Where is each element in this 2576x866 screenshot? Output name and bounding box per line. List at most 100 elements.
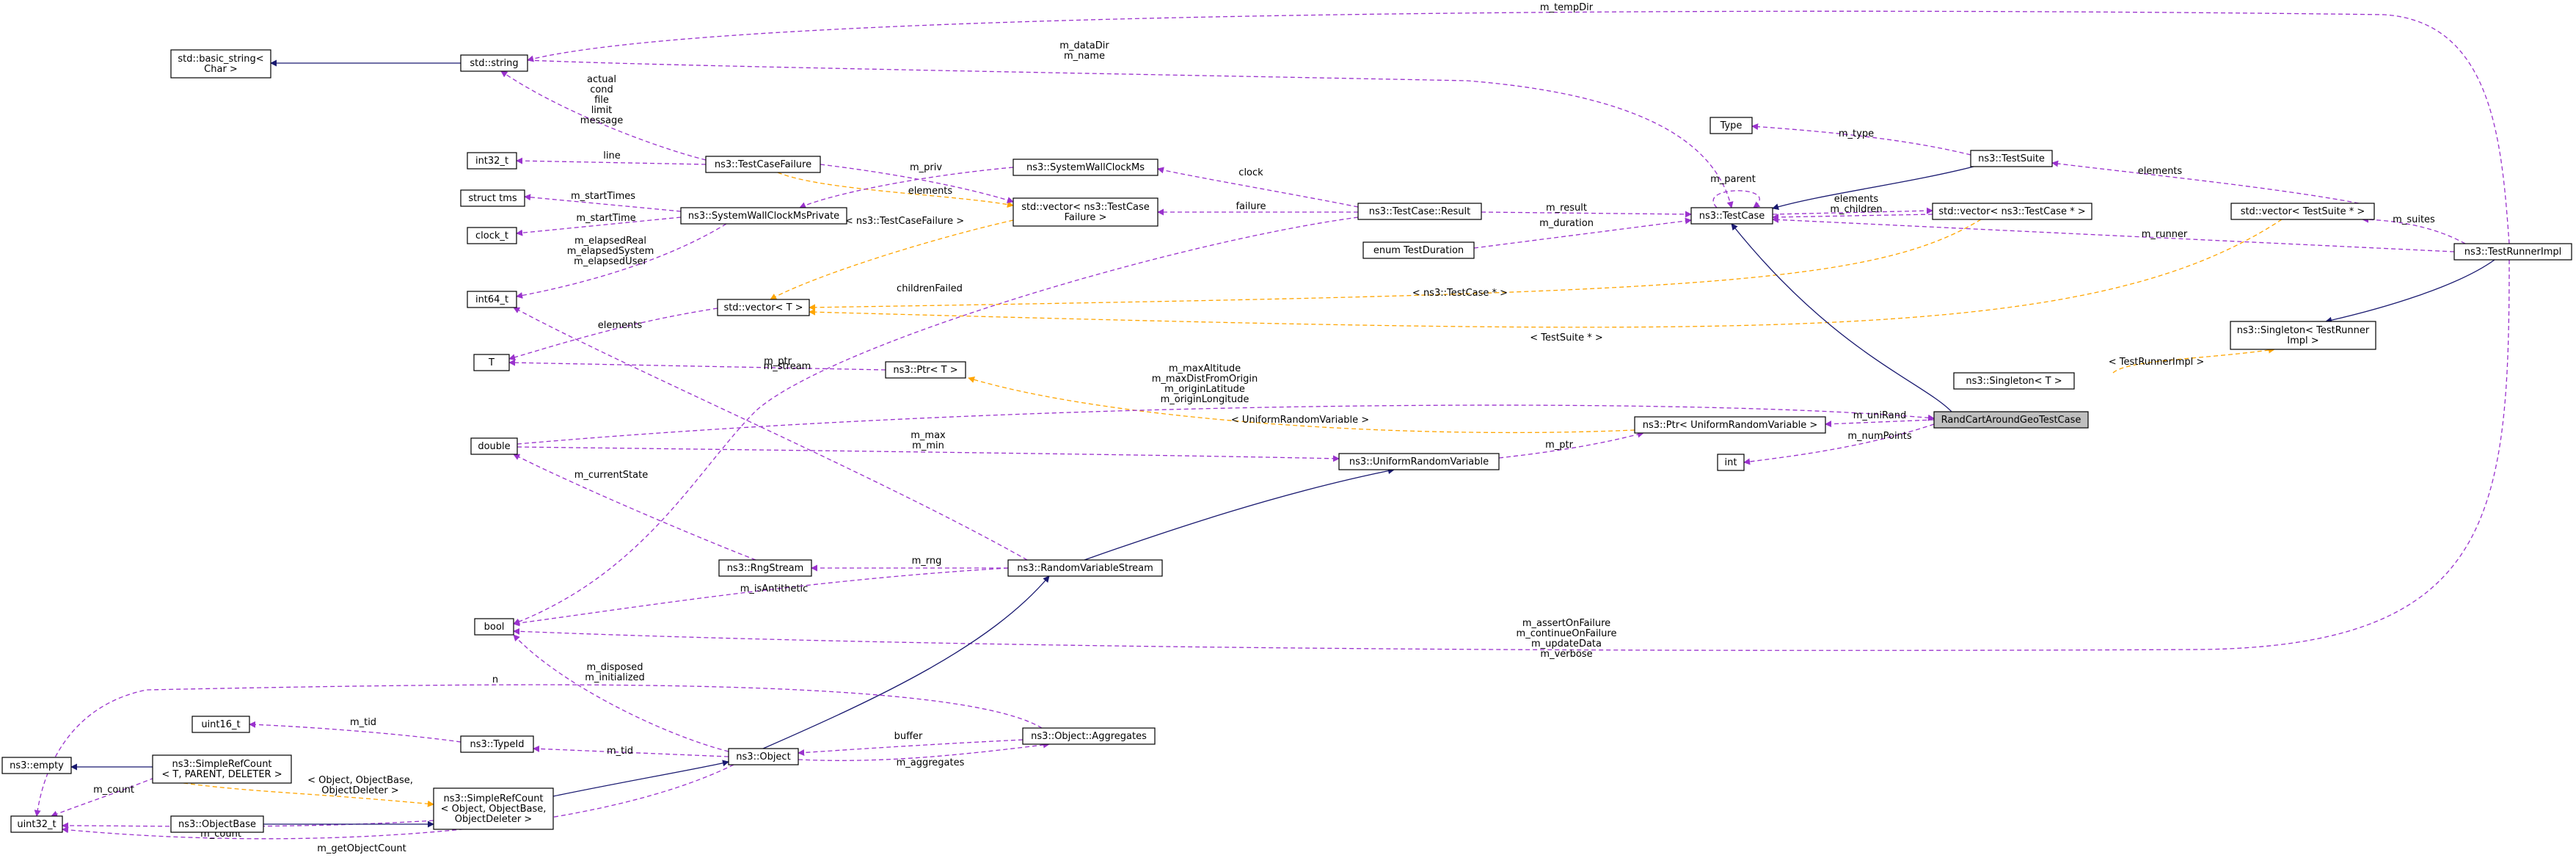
class-node-clock[interactable]: clock_t bbox=[467, 227, 517, 244]
edge-label: elements bbox=[598, 320, 643, 331]
class-node-label: Char > bbox=[204, 64, 238, 75]
class-node-runner[interactable]: ns3::TestRunnerImpl bbox=[2453, 243, 2572, 261]
class-node-label: ns3::SimpleRefCount bbox=[172, 759, 271, 770]
class-node-label: ns3::TestCase bbox=[1699, 211, 1765, 222]
edge-label: < TestRunnerImpl > bbox=[2109, 357, 2205, 368]
class-node-string[interactable]: std::string bbox=[460, 54, 528, 72]
edge-testcase-to-focus bbox=[1731, 223, 1952, 412]
class-node-srcObj[interactable]: ns3::SimpleRefCount< Object, ObjectBase,… bbox=[433, 787, 554, 830]
class-node-box bbox=[1012, 159, 1159, 176]
class-node-objectbase[interactable]: ns3::ObjectBase bbox=[170, 815, 264, 833]
class-node-label: int32_t bbox=[475, 156, 508, 167]
class-node-bool[interactable]: bool bbox=[474, 618, 514, 636]
class-node-double[interactable]: double bbox=[470, 437, 518, 455]
class-node-tcfailure[interactable]: ns3::TestCaseFailure bbox=[705, 156, 821, 173]
class-node-box bbox=[460, 54, 528, 72]
edge-srcObj-to-object bbox=[552, 760, 729, 797]
class-node-vec_tcf[interactable]: std::vector< ns3::TestCaseFailure > bbox=[1012, 197, 1159, 227]
class-node-box bbox=[1710, 117, 1753, 134]
class-node-testsuite[interactable]: ns3::TestSuite bbox=[1970, 150, 2053, 167]
class-node-typeid[interactable]: ns3::TypeId bbox=[460, 735, 534, 753]
class-node-box bbox=[1932, 203, 2092, 220]
class-node-type[interactable]: Type bbox=[1710, 117, 1753, 134]
class-node-singleton_tri[interactable]: ns3::Singleton< TestRunnerImpl > bbox=[2230, 321, 2376, 350]
edge-int32-to-tcfailure bbox=[516, 157, 707, 165]
class-node-box bbox=[1362, 241, 1475, 259]
edge-runner-to-testcase bbox=[1772, 216, 2455, 252]
class-node-ptrurv[interactable]: ns3::Ptr< UniformRandomVariable > bbox=[1634, 416, 1826, 434]
class-node-basic_string[interactable]: std::basic_string<Char > bbox=[170, 49, 271, 79]
class-node-box bbox=[885, 361, 966, 379]
class-node-label: ns3::empty bbox=[10, 760, 64, 771]
class-node-rvs[interactable]: ns3::RandomVariableStream bbox=[1007, 559, 1163, 577]
class-node-vec_tc[interactable]: std::vector< ns3::TestCase * > bbox=[1932, 203, 2092, 220]
class-node-srcT[interactable]: ns3::SimpleRefCount< T, PARENT, DELETER … bbox=[152, 754, 292, 784]
edge-bool-to-rvs bbox=[513, 567, 1009, 627]
class-node-swcmp[interactable]: ns3::SystemWallClockMsPrivate bbox=[680, 207, 847, 225]
class-node-aggregates[interactable]: ns3::Object::Aggregates bbox=[1022, 727, 1156, 745]
edge-label: m_elapsedSystem bbox=[567, 246, 654, 257]
class-node-vec_ts[interactable]: std::vector< TestSuite * > bbox=[2230, 203, 2375, 220]
class-node-focus[interactable]: RandCartAroundGeoTestCase bbox=[1933, 411, 2089, 429]
class-node-label: ObjectDeleter > bbox=[455, 814, 532, 825]
edge-label: m_elapsedUser bbox=[574, 256, 647, 267]
edge-label: m_result bbox=[1546, 203, 1587, 214]
class-node-result[interactable]: ns3::TestCase::Result bbox=[1357, 203, 1482, 220]
edge-label: file bbox=[594, 95, 609, 106]
class-node-box bbox=[470, 437, 518, 455]
class-node-box bbox=[1690, 207, 1773, 225]
class-node-uint32[interactable]: uint32_t bbox=[10, 815, 63, 833]
class-node-rngstream[interactable]: ns3::RngStream bbox=[718, 559, 812, 577]
class-node-box bbox=[717, 299, 810, 316]
edge-label: m_currentState bbox=[574, 470, 648, 481]
class-node-object[interactable]: ns3::Object bbox=[728, 748, 799, 765]
class-node-label: ns3::SystemWallClockMs bbox=[1026, 162, 1145, 173]
class-node-label: struct tms bbox=[468, 193, 517, 204]
class-node-box bbox=[467, 291, 517, 308]
class-node-box bbox=[728, 748, 799, 765]
class-node-testcase[interactable]: ns3::TestCase bbox=[1690, 207, 1773, 225]
class-node-label: Type bbox=[1720, 120, 1743, 131]
edge-label: m_startTime bbox=[576, 213, 635, 224]
class-node-label: std::vector< ns3::TestCase * > bbox=[1938, 206, 2085, 217]
class-node-box bbox=[473, 354, 510, 371]
class-node-tms[interactable]: struct tms bbox=[460, 189, 525, 207]
class-node-T[interactable]: T bbox=[473, 354, 510, 371]
edge-label: m_count bbox=[93, 785, 134, 796]
edge-swcm-to-result bbox=[1157, 167, 1359, 208]
class-node-label: T bbox=[488, 357, 495, 368]
class-node-int32[interactable]: int32_t bbox=[467, 152, 517, 170]
class-node-label: int bbox=[1725, 457, 1737, 468]
class-node-box bbox=[1012, 197, 1159, 227]
class-node-label: ns3::RandomVariableStream bbox=[1017, 563, 1153, 574]
edge-label: m_originLatitude bbox=[1164, 384, 1245, 395]
class-node-label: ns3::Object bbox=[736, 752, 790, 763]
class-node-ptrT[interactable]: ns3::Ptr< T > bbox=[885, 361, 966, 379]
edge-clock-to-swcmp bbox=[516, 216, 682, 236]
class-node-int[interactable]: int bbox=[1717, 454, 1745, 471]
class-node-label: std::vector< T > bbox=[723, 302, 803, 313]
class-node-box bbox=[467, 152, 517, 170]
edge-label: m_tid bbox=[350, 717, 376, 728]
edge-label: elements bbox=[908, 186, 953, 197]
class-node-vecT[interactable]: std::vector< T > bbox=[717, 299, 810, 316]
class-node-box bbox=[460, 735, 534, 753]
edge-label: m_runner bbox=[2142, 229, 2188, 240]
class-node-swcm[interactable]: ns3::SystemWallClockMs bbox=[1012, 159, 1159, 176]
class-node-urv[interactable]: ns3::UniformRandomVariable bbox=[1338, 453, 1500, 470]
class-node-int64[interactable]: int64_t bbox=[467, 291, 517, 308]
class-node-label: double bbox=[478, 441, 510, 452]
class-node-duration[interactable]: enum TestDuration bbox=[1362, 241, 1475, 259]
class-node-empty[interactable]: ns3::empty bbox=[1, 757, 72, 774]
edge-uint32-to-object bbox=[62, 764, 734, 840]
edge-label: m_tempDir bbox=[1540, 2, 1594, 13]
edge-label: m_startTimes bbox=[571, 191, 635, 202]
class-node-label: ns3::TestRunnerImpl bbox=[2464, 247, 2562, 258]
class-node-box bbox=[1022, 727, 1156, 745]
edge-tcfailure-to-vec_tcf bbox=[777, 172, 1014, 208]
class-node-box bbox=[680, 207, 847, 225]
class-node-uint16[interactable]: uint16_t bbox=[191, 716, 250, 733]
class-node-box bbox=[1953, 372, 2075, 390]
class-node-singletonT[interactable]: ns3::Singleton< T > bbox=[1953, 372, 2075, 390]
